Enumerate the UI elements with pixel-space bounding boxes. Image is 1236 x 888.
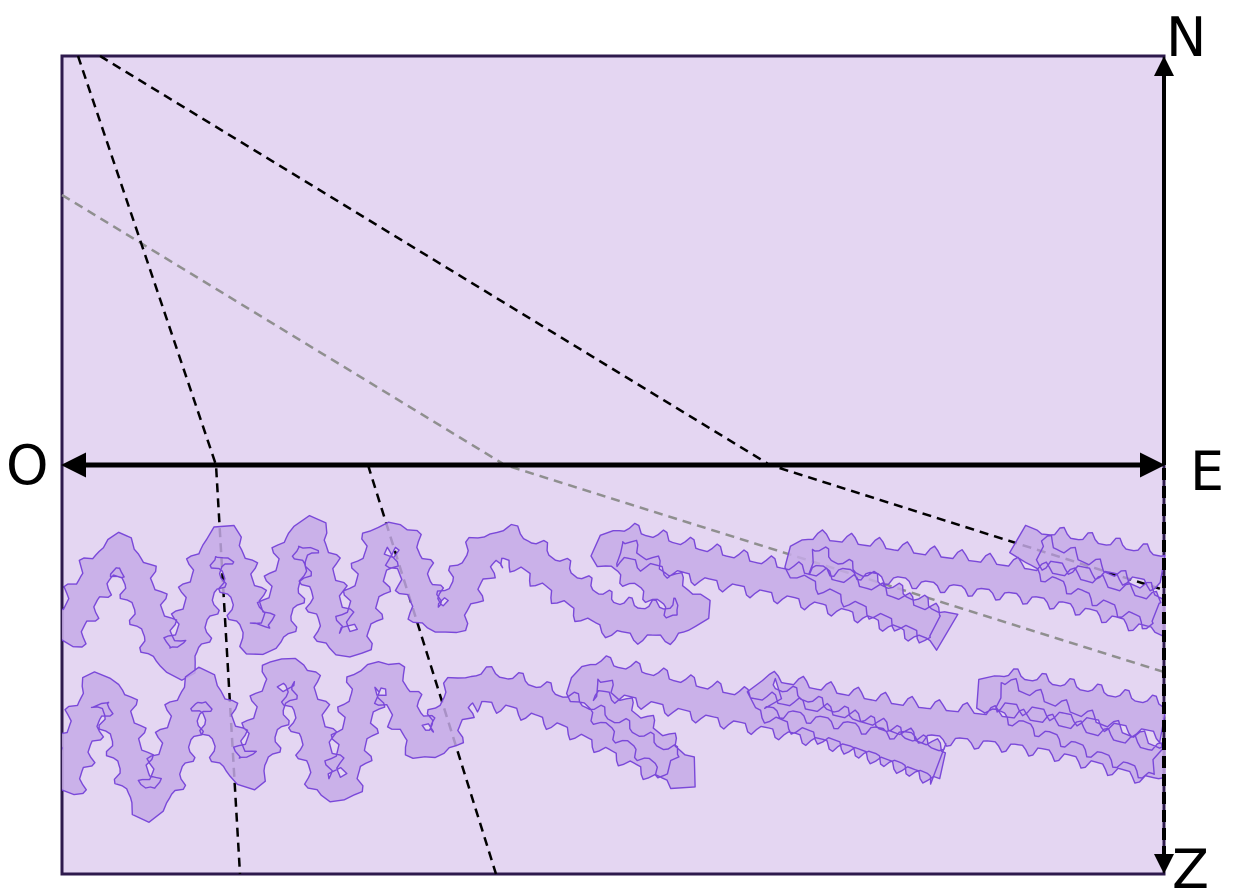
fault-line-3 [366,464,498,875]
upper-folded-layer [62,514,1166,681]
north-label: N [1166,6,1206,69]
depth-label: Z [1172,838,1209,888]
folded-layers [62,514,1166,823]
lower-folded-layer [62,655,1166,823]
fault-line-1 [76,55,242,875]
east-label: E [1190,440,1224,503]
west-label: O [6,434,49,497]
